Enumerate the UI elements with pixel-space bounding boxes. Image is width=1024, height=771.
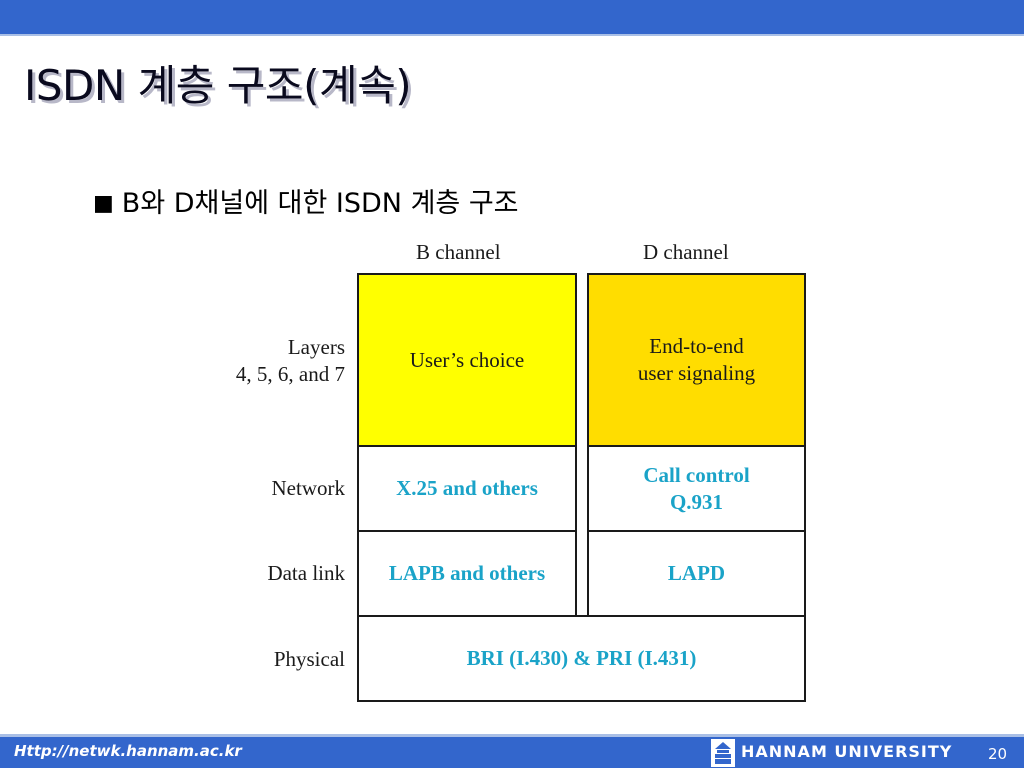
row-label-upper-layers: Layers 4, 5, 6, and 7 xyxy=(235,335,345,386)
page-number: 20 xyxy=(988,745,1008,763)
cell-d-end-to-end-signaling: End-to-end user signaling xyxy=(587,273,806,447)
slide-title: ISDN 계층 구조(계속) xyxy=(24,61,412,110)
cell-d-data-link: LAPD xyxy=(587,530,806,617)
column-header-d-channel: D channel xyxy=(643,240,729,264)
bullet-square-icon: ■ xyxy=(93,191,114,216)
cell-b-data-link: LAPB and others xyxy=(357,530,577,617)
header-bar xyxy=(0,0,1024,34)
row-label-network: Network xyxy=(271,476,345,500)
cell-b-network: X.25 and others xyxy=(357,445,577,532)
bullet-item: ■ B와 D채널에 대한 ISDN 계층 구조 xyxy=(93,181,519,220)
footer-url-link[interactable]: Http://netwk.hannam.ac.kr xyxy=(14,742,242,760)
cell-d-network: Call control Q.931 xyxy=(587,445,806,532)
bullet-text: B와 D채널에 대한 ISDN 계층 구조 xyxy=(121,188,519,219)
cell-b-users-choice: User’s choice xyxy=(357,273,577,447)
row-label-physical: Physical xyxy=(273,647,345,671)
row-label-data-link: Data link xyxy=(267,561,345,585)
footer-bar xyxy=(0,737,1024,768)
column-header-b-channel: B channel xyxy=(416,240,501,264)
university-name: HANNAM UNIVERSITY xyxy=(741,742,953,761)
cell-physical: BRI (I.430) & PRI (I.431) xyxy=(357,615,806,702)
footer-divider xyxy=(0,734,1024,737)
hannam-university-logo-icon xyxy=(711,739,735,767)
header-divider xyxy=(0,34,1024,36)
